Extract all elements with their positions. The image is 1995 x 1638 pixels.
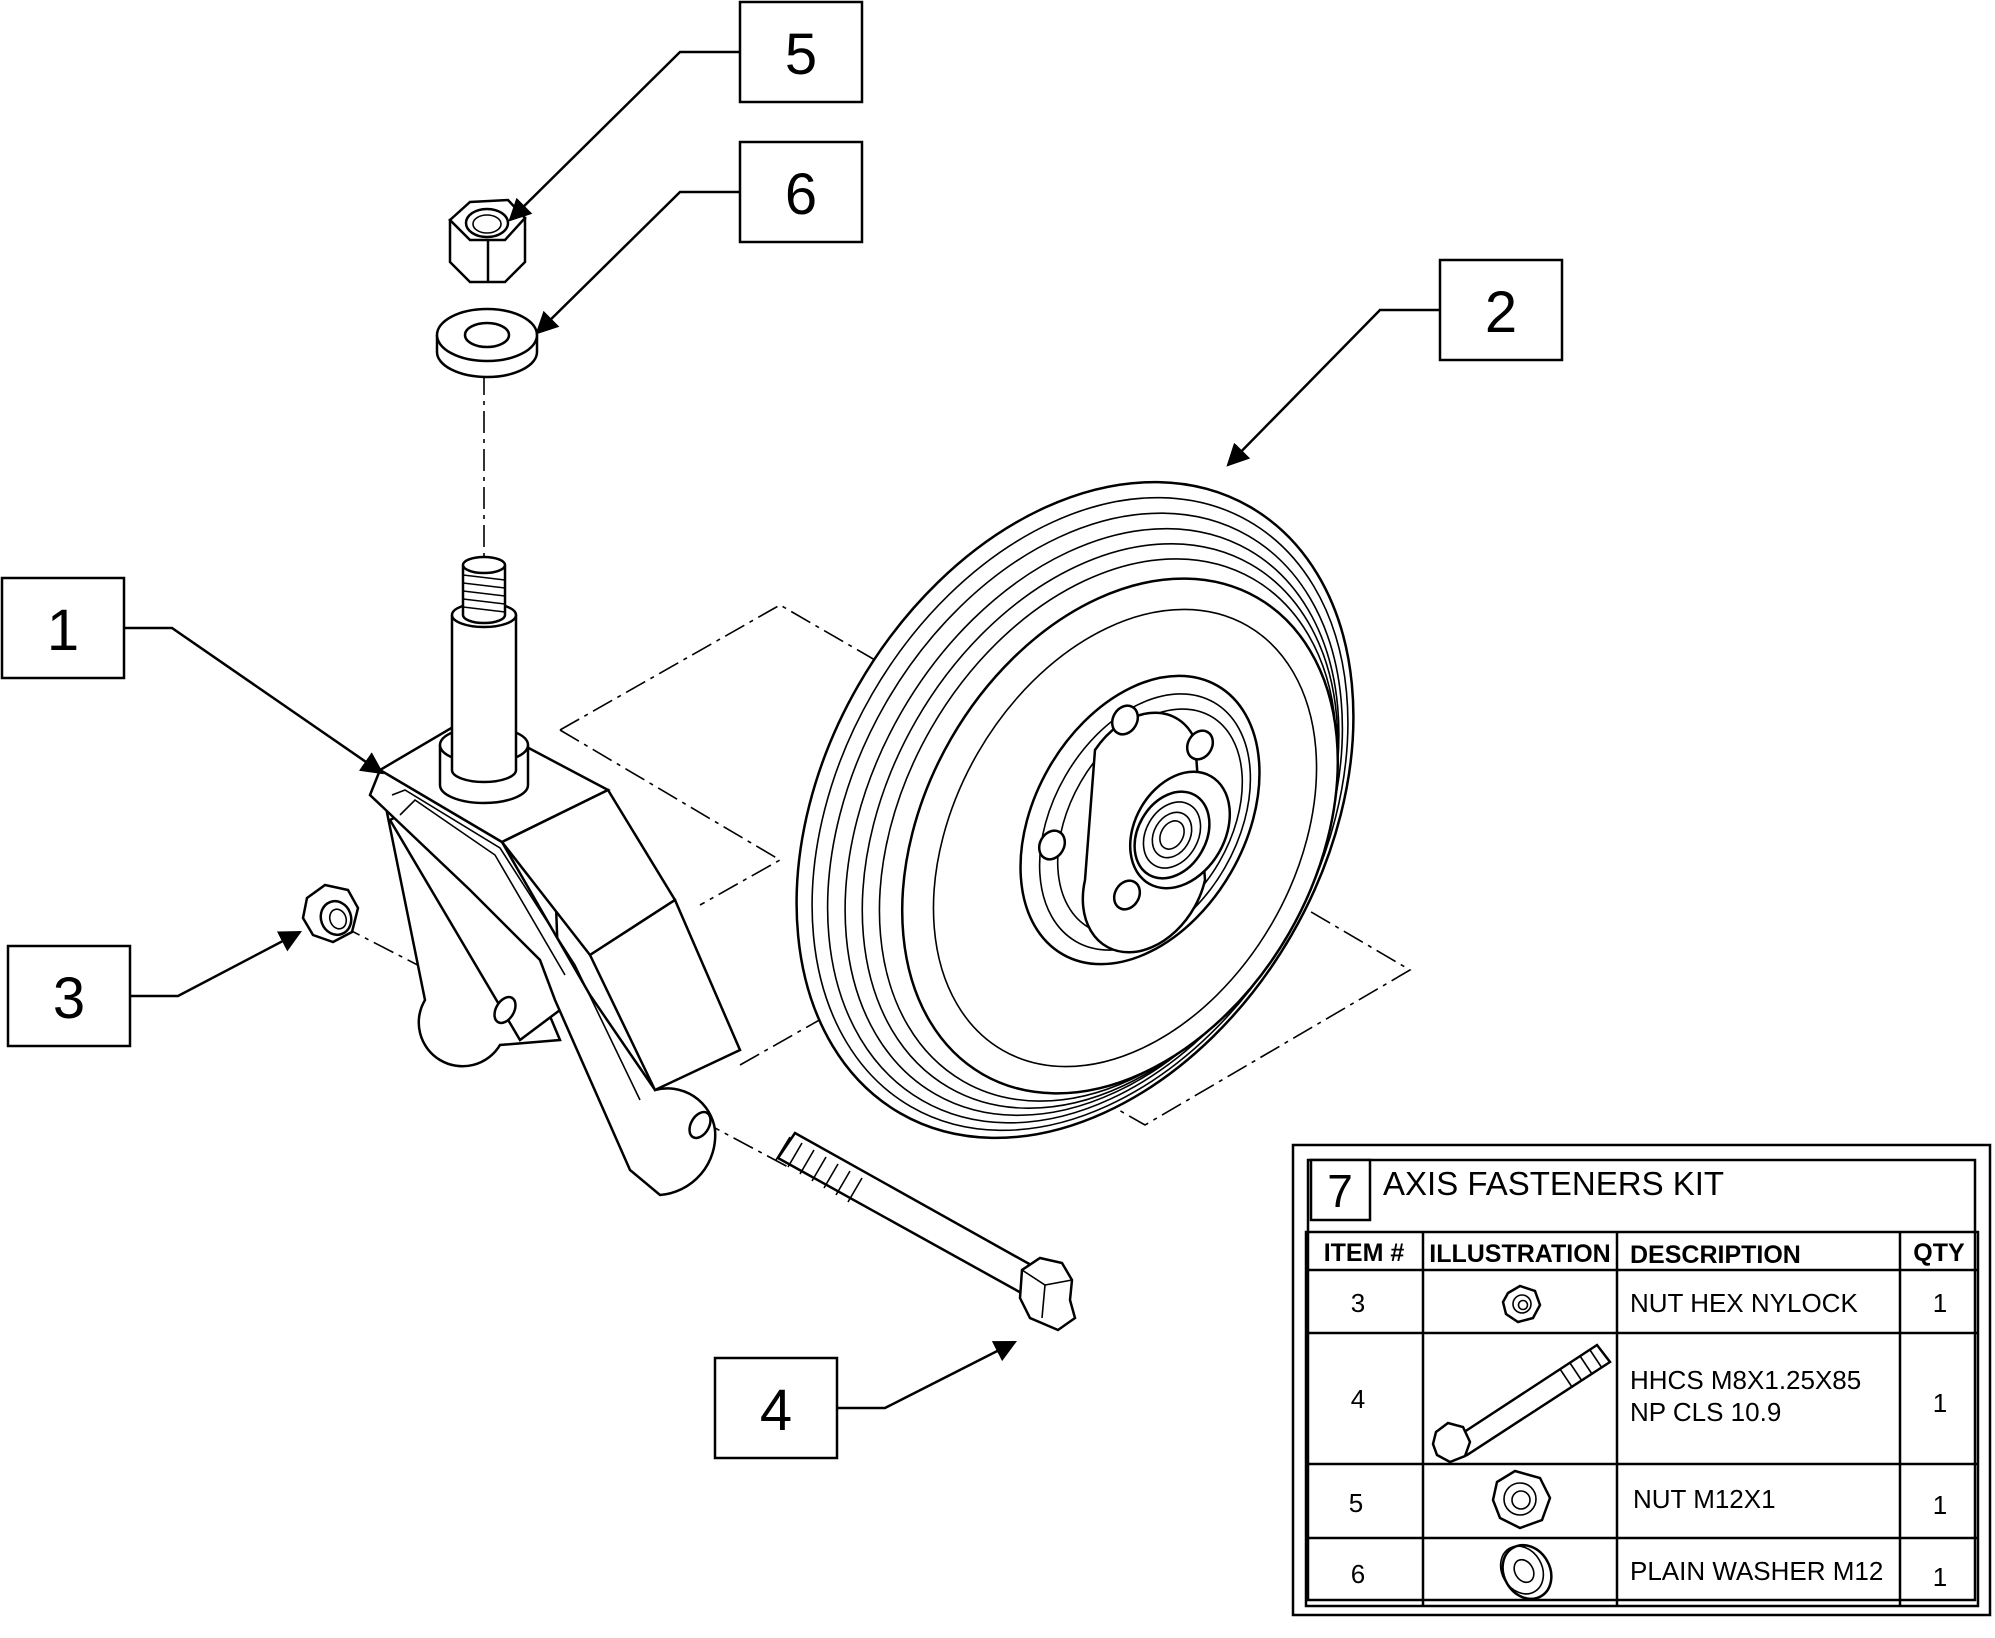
table-row: 5 NUT M12X1 1 [1349,1469,1947,1530]
callout-2-label: 2 [1485,280,1517,345]
row-item: 5 [1349,1488,1363,1518]
kit-title: AXIS FASTENERS KIT [1383,1165,1724,1202]
row-qty: 1 [1933,1288,1947,1318]
row-description-line-2: NP CLS 10.9 [1630,1397,1781,1427]
hex-nut-icon [1491,1469,1552,1530]
nylock-nut-icon [1501,1284,1542,1324]
row-description: NUT HEX NYLOCK [1630,1288,1858,1318]
row-description-line-1: HHCS M8X1.25X85 [1630,1365,1861,1395]
callout-5-label: 5 [785,22,817,87]
callout-3-label: 3 [53,966,85,1031]
table-row: 6 PLAIN WASHER M12 1 [1351,1543,1947,1601]
row-item: 4 [1351,1384,1365,1414]
row-description: NUT M12X1 [1633,1484,1776,1514]
row-item: 3 [1351,1288,1365,1318]
callout-1-label: 1 [47,598,79,663]
fasteners-kit-table: 7 AXIS FASTENERS KIT ITEM # ILLUSTRATION… [1291,1143,1992,1617]
callout-6: 6 [535,140,864,335]
header-description: DESCRIPTION [1630,1241,1801,1269]
callout-1: 1 [0,576,384,775]
row-qty: 1 [1933,1388,1947,1418]
callout-4-label: 4 [760,1378,792,1443]
plain-washer-part [435,307,539,379]
header-item: ITEM # [1324,1239,1405,1267]
row-description: PLAIN WASHER M12 [1630,1556,1883,1586]
header-qty: QTY [1913,1239,1965,1267]
callout-5: 5 [508,0,864,222]
callout-2: 2 [1226,258,1564,467]
row-qty: 1 [1933,1562,1947,1592]
washer-icon [1499,1543,1553,1601]
row-qty: 1 [1933,1490,1947,1520]
kit-number: 7 [1327,1165,1353,1217]
hex-bolt-part [775,1131,1077,1332]
fork-housing-part [368,555,742,1197]
callout-4: 4 [713,1340,1018,1460]
callout-6-label: 6 [785,162,817,227]
header-illustration: ILLUSTRATION [1429,1240,1610,1268]
hex-bolt-icon [1431,1343,1612,1464]
kit-number-box [1309,1158,1372,1222]
table-row: 3 NUT HEX NYLOCK 1 [1351,1284,1947,1324]
caster-wheel-part [795,480,1355,1140]
table-row: 4 HHCS M8X1.25X85 NP CLS 10.9 1 [1351,1343,1947,1464]
nylock-nut-part [301,883,360,944]
hex-nut-part [448,198,527,284]
callout-3: 3 [6,930,302,1048]
row-item: 6 [1351,1559,1365,1589]
table-grid [1306,1232,1978,1606]
